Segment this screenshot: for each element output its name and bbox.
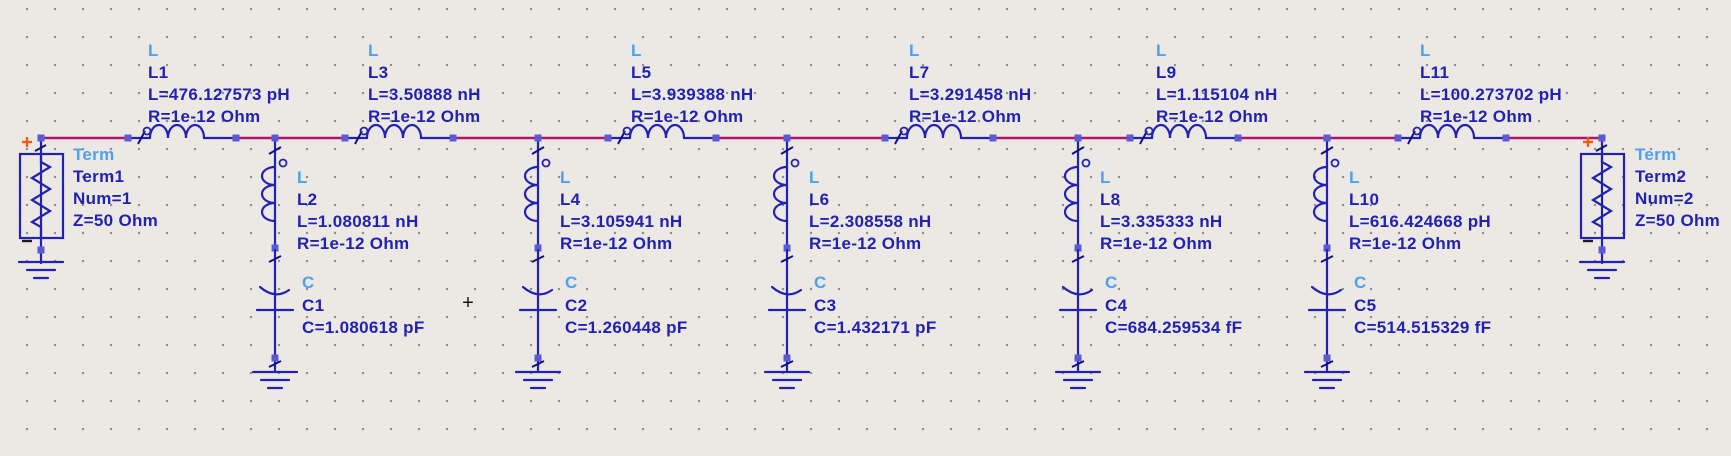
inductor-L8-resistance[interactable]: R=1e-12 Ohm <box>1100 234 1212 253</box>
inductor-L10-symbol[interactable] <box>1312 133 1340 253</box>
capacitor-C4-type-label[interactable]: C <box>1105 273 1118 292</box>
inductor-L2-resistance[interactable]: R=1e-12 Ohm <box>297 234 409 253</box>
inductor-L2-inductance[interactable]: L=1.080811 nH <box>297 212 419 231</box>
inductor-L7-symbol[interactable] <box>882 125 997 144</box>
inductor-L4-name[interactable]: L4 <box>560 190 581 209</box>
capacitor-C1-symbol[interactable] <box>253 250 297 388</box>
inductor-L4-symbol[interactable] <box>523 133 551 253</box>
inductor-L8-inductance[interactable]: L=3.335333 nH <box>1100 212 1223 231</box>
inductor-L7-resistance[interactable]: R=1e-12 Ohm <box>909 107 1021 126</box>
inductor-L6-resistance[interactable]: R=1e-12 Ohm <box>809 234 921 253</box>
capacitor-C3-symbol[interactable] <box>765 250 809 388</box>
capacitor-C1-name[interactable]: C1 <box>302 296 324 315</box>
inductor-L8-symbol[interactable] <box>1063 133 1091 253</box>
origin-marker: + <box>462 292 474 314</box>
inductor-L4-inductance[interactable]: L=3.105941 nH <box>560 212 683 231</box>
inductor-L6-inductance[interactable]: L=2.308558 nH <box>809 212 932 231</box>
inductor-L3-type-label[interactable]: L <box>368 41 379 60</box>
term1-impedance[interactable]: Z=50 Ohm <box>73 211 158 230</box>
inductor-L9-type-label[interactable]: L <box>1156 41 1167 60</box>
capacitor-C4-capacitance[interactable]: C=684.259534 fF <box>1105 318 1242 337</box>
inductor-L7-type-label[interactable]: L <box>909 41 920 60</box>
capacitor-C5-symbol[interactable] <box>1305 250 1349 388</box>
term1-type-label[interactable]: Term <box>73 145 115 164</box>
inductor-L10-name[interactable]: L10 <box>1349 190 1379 209</box>
inductor-L9-symbol[interactable] <box>1127 125 1242 144</box>
inductor-L1-type-label[interactable]: L <box>148 41 159 60</box>
capacitor-C3-type-label[interactable]: C <box>814 273 827 292</box>
capacitor-C1-capacitance[interactable]: C=1.080618 pF <box>302 318 425 337</box>
inductor-L10-inductance[interactable]: L=616.424668 pH <box>1349 212 1491 231</box>
inductor-L9-inductance[interactable]: L=1.115104 nH <box>1156 85 1278 104</box>
inductor-L5-symbol[interactable] <box>605 125 720 144</box>
inductor-L2-type-label[interactable]: L <box>297 168 308 187</box>
inductor-L6-type-label[interactable]: L <box>809 168 820 187</box>
term1-num[interactable]: Num=1 <box>73 189 132 208</box>
inductor-L2-name[interactable]: L2 <box>297 190 317 209</box>
capacitor-C2-type-label[interactable]: C <box>565 273 578 292</box>
inductor-L11-inductance[interactable]: L=100.273702 pH <box>1420 85 1562 104</box>
inductor-L6-symbol[interactable] <box>772 133 800 253</box>
inductor-L1-resistance[interactable]: R=1e-12 Ohm <box>148 107 260 126</box>
inductor-L9-resistance[interactable]: R=1e-12 Ohm <box>1156 107 1268 126</box>
capacitor-C3-name[interactable]: C3 <box>814 296 836 315</box>
inductor-L8-name[interactable]: L8 <box>1100 190 1120 209</box>
capacitor-C4-symbol[interactable] <box>1056 250 1100 388</box>
capacitor-C2-symbol[interactable] <box>516 250 560 388</box>
inductor-L5-inductance[interactable]: L=3.939388 nH <box>631 85 754 104</box>
inductor-L3-resistance[interactable]: R=1e-12 Ohm <box>368 107 480 126</box>
capacitor-C1-type-label[interactable]: C <box>302 273 315 292</box>
inductor-L9-name[interactable]: L9 <box>1156 63 1176 82</box>
inductor-L1-symbol[interactable] <box>125 125 240 144</box>
inductor-L3-name[interactable]: L3 <box>368 63 388 82</box>
term1-symbol[interactable] <box>19 135 63 279</box>
inductor-L7-inductance[interactable]: L=3.291458 nH <box>909 85 1032 104</box>
capacitor-C5-type-label[interactable]: C <box>1354 273 1367 292</box>
capacitor-C3-capacitance[interactable]: C=1.432171 pF <box>814 318 937 337</box>
capacitor-C4-name[interactable]: C4 <box>1105 296 1128 315</box>
term2-num[interactable]: Num=2 <box>1635 189 1694 208</box>
inductor-L4-type-label[interactable]: L <box>560 168 571 187</box>
inductor-L8-type-label[interactable]: L <box>1100 168 1111 187</box>
capacitor-C2-capacitance[interactable]: C=1.260448 pF <box>565 318 688 337</box>
inductor-L11-name[interactable]: L11 <box>1420 63 1449 82</box>
inductor-L1-name[interactable]: L1 <box>148 63 168 82</box>
inductor-L5-type-label[interactable]: L <box>631 41 642 60</box>
inductor-L6-name[interactable]: L6 <box>809 190 829 209</box>
inductor-L11-resistance[interactable]: R=1e-12 Ohm <box>1420 107 1532 126</box>
inductor-L10-type-label[interactable]: L <box>1349 168 1360 187</box>
capacitor-C5-name[interactable]: C5 <box>1354 296 1376 315</box>
capacitor-C2-name[interactable]: C2 <box>565 296 587 315</box>
term2-type-label[interactable]: Term <box>1635 145 1677 164</box>
term2-symbol[interactable] <box>1580 135 1624 279</box>
term2-name[interactable]: Term2 <box>1635 167 1686 186</box>
term1-name[interactable]: Term1 <box>73 167 124 186</box>
term2-impedance[interactable]: Z=50 Ohm <box>1635 211 1720 230</box>
inductor-L7-name[interactable]: L7 <box>909 63 929 82</box>
inductor-L11-type-label[interactable]: L <box>1420 41 1431 60</box>
inductor-L1-inductance[interactable]: L=476.127573 pH <box>148 85 290 104</box>
capacitor-C5-capacitance[interactable]: C=514.515329 fF <box>1354 318 1491 337</box>
inductor-L3-symbol[interactable] <box>342 125 457 144</box>
inductor-L2-symbol[interactable] <box>260 133 288 253</box>
inductor-L10-resistance[interactable]: R=1e-12 Ohm <box>1349 234 1461 253</box>
inductor-L5-name[interactable]: L5 <box>631 63 651 82</box>
inductor-L4-resistance[interactable]: R=1e-12 Ohm <box>560 234 672 253</box>
inductor-L3-inductance[interactable]: L=3.50888 nH <box>368 85 481 104</box>
inductor-L11-symbol[interactable] <box>1395 125 1510 144</box>
inductor-L5-resistance[interactable]: R=1e-12 Ohm <box>631 107 743 126</box>
